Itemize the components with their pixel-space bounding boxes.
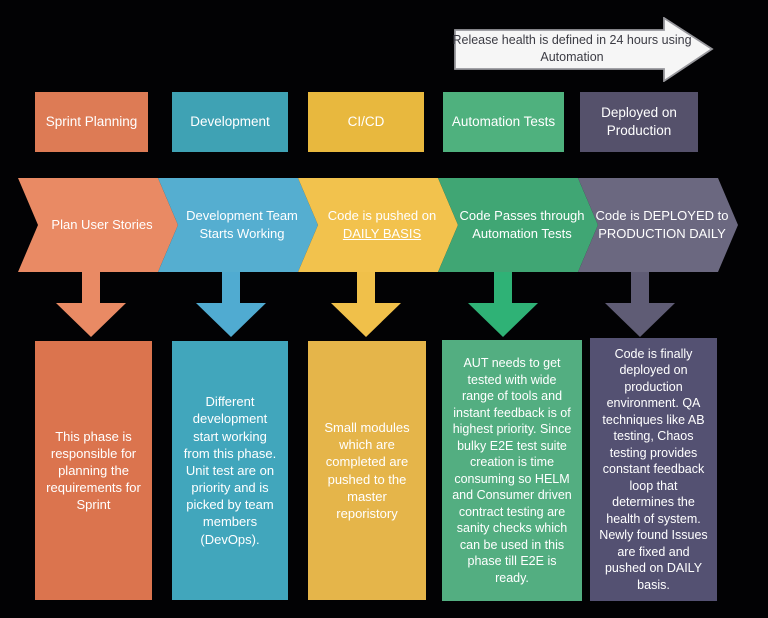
- header-box-ci-cd: CI/CD: [308, 92, 424, 152]
- down-arrow-icon: [56, 272, 126, 337]
- detail-box-development: Different development start working from…: [172, 341, 288, 600]
- detail-text: Different development start working from…: [183, 394, 277, 547]
- chevron-code-passes-tests: Code Passes through Automation Tests: [438, 178, 598, 272]
- chevron-label: Development Team Starts Working: [186, 208, 298, 241]
- down-arrow-icon: [605, 272, 675, 337]
- header-box-development: Development: [172, 92, 288, 152]
- detail-text: This phase is responsible for planning t…: [46, 428, 141, 513]
- detail-box-automation-tests: AUT needs to get tested with wide range …: [442, 340, 582, 601]
- banner-arrow-icon: [454, 17, 714, 82]
- banner-arrow-shape: [454, 17, 714, 82]
- chevron-label: Code is pushed on DAILY BASIS: [327, 208, 437, 241]
- detail-text: Small modules which are completed are pu…: [324, 420, 410, 521]
- chevron-code-deployed-daily: Code is DEPLOYED to PRODUCTION DAILY: [578, 178, 738, 272]
- chevron-label: Code Passes through Automation Tests: [459, 208, 585, 241]
- detail-box-sprint-planning: This phase is responsible for planning t…: [35, 341, 152, 600]
- detail-text: AUT needs to get tested with wide range …: [452, 356, 572, 585]
- chevron-development-starts: Development Team Starts Working: [158, 178, 318, 272]
- chevron-code-pushed-daily: Code is pushed on DAILY BASIS: [298, 178, 458, 272]
- detail-box-ci-cd: Small modules which are completed are pu…: [308, 341, 426, 600]
- down-arrow-icon: [331, 272, 401, 337]
- detail-text: Code is finally deployed on production e…: [599, 346, 708, 592]
- down-arrow-icon: [468, 272, 538, 337]
- header-box-automation-tests: Automation Tests: [443, 92, 564, 152]
- header-box-deployed-on-production: Deployed on Production: [580, 92, 698, 152]
- chevron-label: Code is DEPLOYED to PRODUCTION DAILY: [595, 208, 729, 241]
- chevron-label: Plan User Stories: [51, 217, 153, 233]
- chevron-plan-user-stories: Plan User Stories: [18, 178, 178, 272]
- header-box-sprint-planning: Sprint Planning: [35, 92, 148, 152]
- detail-box-deployed-on-production: Code is finally deployed on production e…: [590, 338, 717, 601]
- down-arrow-icon: [196, 272, 266, 337]
- banner-label: Release health is defined in 24 hours us…: [452, 33, 692, 64]
